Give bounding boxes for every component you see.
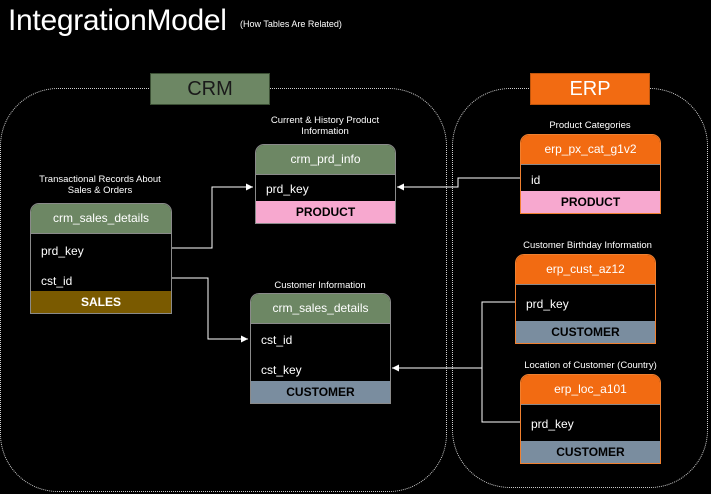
caption-line: Customer Information — [274, 280, 366, 291]
caption-line: Location of Customer (Country) — [524, 360, 657, 371]
table-erp-px-cat-g1v2: erp_px_cat_g1v2 id PRODUCT — [520, 134, 661, 214]
link-sales-prd-key-to-prd-info — [172, 183, 253, 249]
caption-customer-birthday: Customer Birthday Information — [505, 240, 670, 251]
field-prd-key: prd_key — [41, 244, 84, 258]
caption-sales-details: Transactional Records About Sales & Orde… — [20, 174, 180, 196]
table-footer-sales: SALES — [31, 291, 171, 313]
table-crm-customer-details: crm_sales_details cst_id cst_key CUSTOME… — [250, 293, 391, 404]
caption-prd-info: Current & History Product Information — [245, 115, 405, 137]
table-header: crm_sales_details — [31, 204, 171, 234]
caption-line: Customer Birthday Information — [523, 240, 652, 251]
caption-line: Current & History Product — [270, 115, 380, 126]
field-cst-key: cst_key — [261, 363, 302, 377]
caption-customer-info: Customer Information — [240, 280, 400, 291]
field-cst-id: cst_id — [41, 274, 73, 288]
field-prd-key: prd_key — [526, 297, 569, 311]
table-header: erp_cust_az12 — [516, 255, 655, 285]
table-header: crm_prd_info — [256, 145, 395, 175]
table-footer-product: PRODUCT — [521, 191, 660, 213]
caption-line: Information — [301, 126, 349, 137]
table-crm-prd-info: crm_prd_info prd_key PRODUCT — [255, 144, 396, 224]
table-crm-sales-details: crm_sales_details prd_key cst_id SALES — [30, 203, 172, 314]
field-prd-key: prd_key — [531, 417, 574, 431]
link-px-cat-to-prd-info — [397, 177, 520, 191]
link-erp-customers-to-customer — [392, 301, 520, 423]
link-sales-cst-id-to-customer — [172, 277, 248, 343]
field-cst-id: cst_id — [261, 333, 293, 347]
crm-group-label: CRM — [150, 73, 270, 105]
table-erp-cust-az12: erp_cust_az12 prd_key CUSTOMER — [515, 254, 656, 344]
field-id: id — [531, 173, 541, 187]
field-prd-key: prd_key — [266, 182, 309, 196]
caption-line: Sales & Orders — [67, 185, 133, 196]
page-subtitle: (How Tables Are Related) — [240, 19, 342, 29]
table-header: crm_sales_details — [251, 294, 390, 324]
table-header: erp_px_cat_g1v2 — [521, 135, 660, 165]
caption-line: Transactional Records About — [39, 174, 161, 185]
table-header: erp_loc_a101 — [521, 375, 660, 405]
table-erp-loc-a101: erp_loc_a101 prd_key CUSTOMER — [520, 374, 661, 464]
caption-product-categories: Product Categories — [510, 120, 670, 131]
caption-line: Product Categories — [549, 120, 631, 131]
table-footer-product: PRODUCT — [256, 201, 395, 223]
table-footer-customer: CUSTOMER — [516, 321, 655, 343]
page-title: IntegrationModel — [8, 4, 227, 37]
table-footer-customer: CUSTOMER — [251, 381, 390, 403]
erp-group-label: ERP — [530, 73, 650, 105]
caption-customer-location: Location of Customer (Country) — [508, 360, 673, 371]
table-footer-customer: CUSTOMER — [521, 441, 660, 463]
